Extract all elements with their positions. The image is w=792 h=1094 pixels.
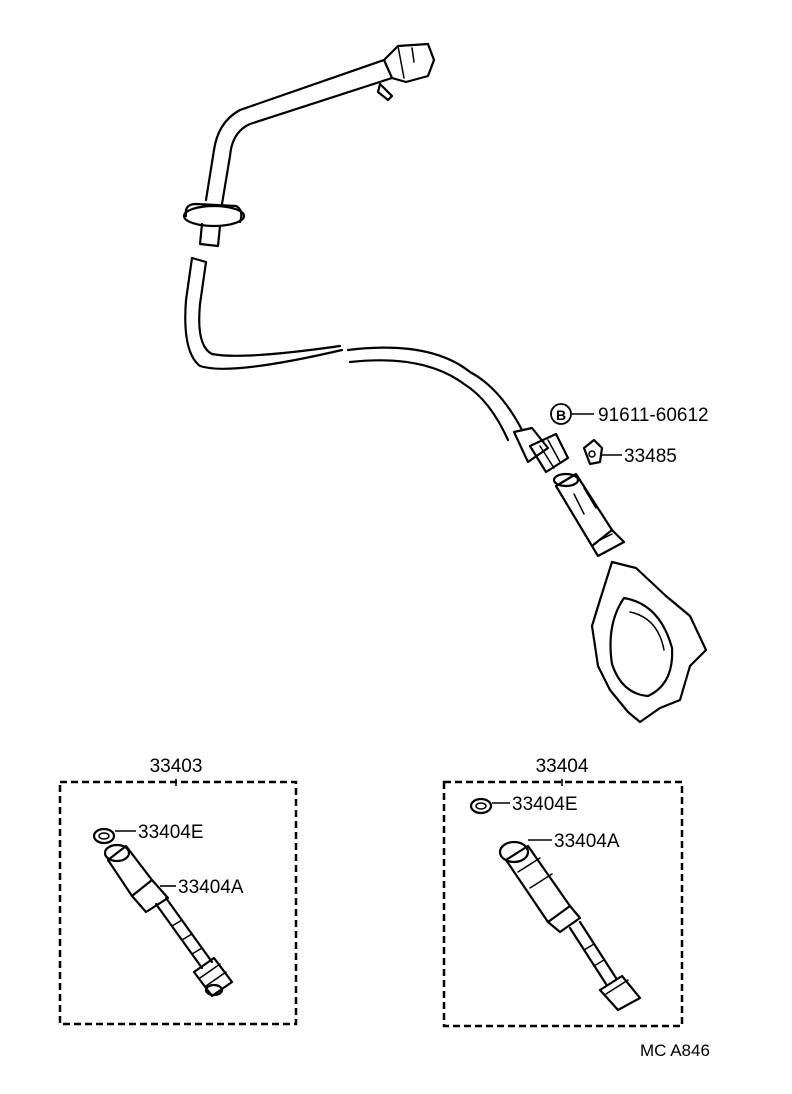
right-sleeve-ring <box>469 797 493 815</box>
kit-33404: 33404 33404E 33404A <box>442 756 684 1028</box>
callout-bolt: B 91611-60612 <box>550 403 709 426</box>
cable-end-nut <box>512 426 570 474</box>
speedometer-cable <box>182 42 570 474</box>
meter-connector <box>376 42 436 102</box>
kit-33404-box <box>442 780 684 1028</box>
bolt-symbol: B <box>556 407 566 423</box>
kit-33403: 33403 33404E 33404A <box>58 756 298 1026</box>
bolt-symbol-circle <box>550 403 572 425</box>
bolt-part-number: 91611-60612 <box>598 405 709 426</box>
left-driven-gear <box>103 843 234 998</box>
retainer-part-number: 33485 <box>624 446 677 467</box>
left-sleeve-label: 33404E <box>138 822 204 843</box>
left-gear-assy-label: 33404A <box>178 877 244 898</box>
driven-gear-sleeve <box>552 472 626 558</box>
kit-33403-box <box>58 780 298 1026</box>
right-sleeve-label: 33404E <box>512 794 578 815</box>
kit-33403-title: 33403 <box>150 756 203 777</box>
left-sleeve-ring <box>92 827 116 845</box>
figure-code: MC A846 <box>640 1041 710 1060</box>
right-gear-assy-label: 33404A <box>554 831 620 852</box>
right-driven-gear <box>498 840 642 1012</box>
kit-33404-title: 33404 <box>536 756 589 777</box>
callout-retainer: 33485 <box>602 446 677 467</box>
transmission-housing <box>590 560 708 724</box>
cable-grommet <box>182 202 246 248</box>
retainer-clip-33485 <box>582 438 604 466</box>
